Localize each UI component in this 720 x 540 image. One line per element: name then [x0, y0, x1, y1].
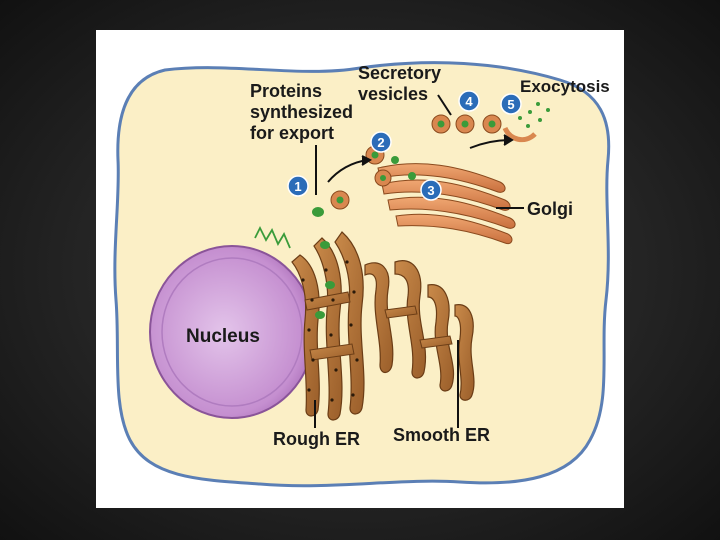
step-1-badge: 1	[287, 175, 309, 197]
step-5-number: 5	[507, 97, 514, 112]
secretory-vesicles	[431, 114, 502, 134]
step-1-number: 1	[294, 179, 301, 194]
label-exocytosis: Exocytosis	[520, 77, 610, 96]
step-5-badge: 5	[500, 93, 522, 115]
step-4-number: 4	[465, 94, 473, 109]
label-smooth-er: Smooth ER	[393, 425, 490, 445]
label-golgi: Golgi	[527, 199, 573, 219]
step-4-badge: 4	[458, 90, 480, 112]
label-nucleus: Nucleus	[186, 326, 260, 347]
smooth-er	[364, 260, 475, 401]
label-rough-er: Rough ER	[273, 429, 360, 449]
transport-vesicles	[330, 145, 392, 210]
step-3-number: 3	[427, 183, 434, 198]
exocytosis-site	[502, 102, 550, 143]
flow-arrows	[327, 134, 514, 183]
rough-er	[254, 207, 365, 421]
label-proteins-line3: for export	[250, 123, 334, 143]
step-2-number: 2	[377, 135, 384, 150]
label-proteins-line1: Proteins	[250, 81, 322, 101]
label-secretory-line2: vesicles	[358, 84, 428, 104]
label-proteins-line2: synthesized	[250, 102, 353, 122]
label-secretory-line1: Secretory	[358, 63, 441, 83]
secretory-leader	[437, 94, 452, 116]
step-2-badge: 2	[370, 131, 392, 153]
step-3-badge: 3	[420, 179, 442, 201]
